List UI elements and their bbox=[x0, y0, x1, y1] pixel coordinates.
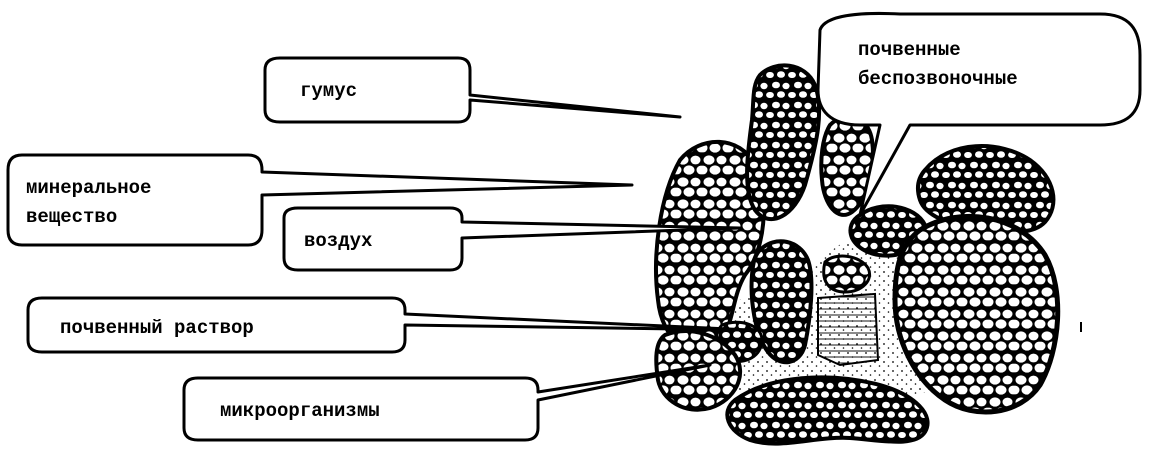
callout-microorganisms-label: микроорганизмы bbox=[220, 400, 380, 422]
callout-solution: почвенный раствор bbox=[28, 298, 750, 352]
callout-mineral-label: вещество bbox=[26, 206, 117, 228]
callout-humus: гумус bbox=[265, 58, 680, 122]
stray-mark bbox=[1080, 322, 1082, 332]
callout-air-label: воздух bbox=[304, 230, 372, 252]
callout-humus-label: гумус bbox=[300, 80, 357, 102]
mineral-aggregate bbox=[824, 256, 870, 292]
callout-solution-label: почвенный раствор bbox=[60, 317, 254, 339]
soil-water-pocket bbox=[818, 294, 878, 365]
callout-mineral-label: минеральное bbox=[26, 177, 151, 199]
callout-invertebrates-label: почвенные bbox=[858, 39, 961, 61]
callout-microorganisms: микроорганизмы bbox=[184, 365, 710, 440]
humus-aggregate bbox=[747, 65, 819, 219]
callout-invertebrates-label: беспозвоночные bbox=[858, 68, 1018, 90]
